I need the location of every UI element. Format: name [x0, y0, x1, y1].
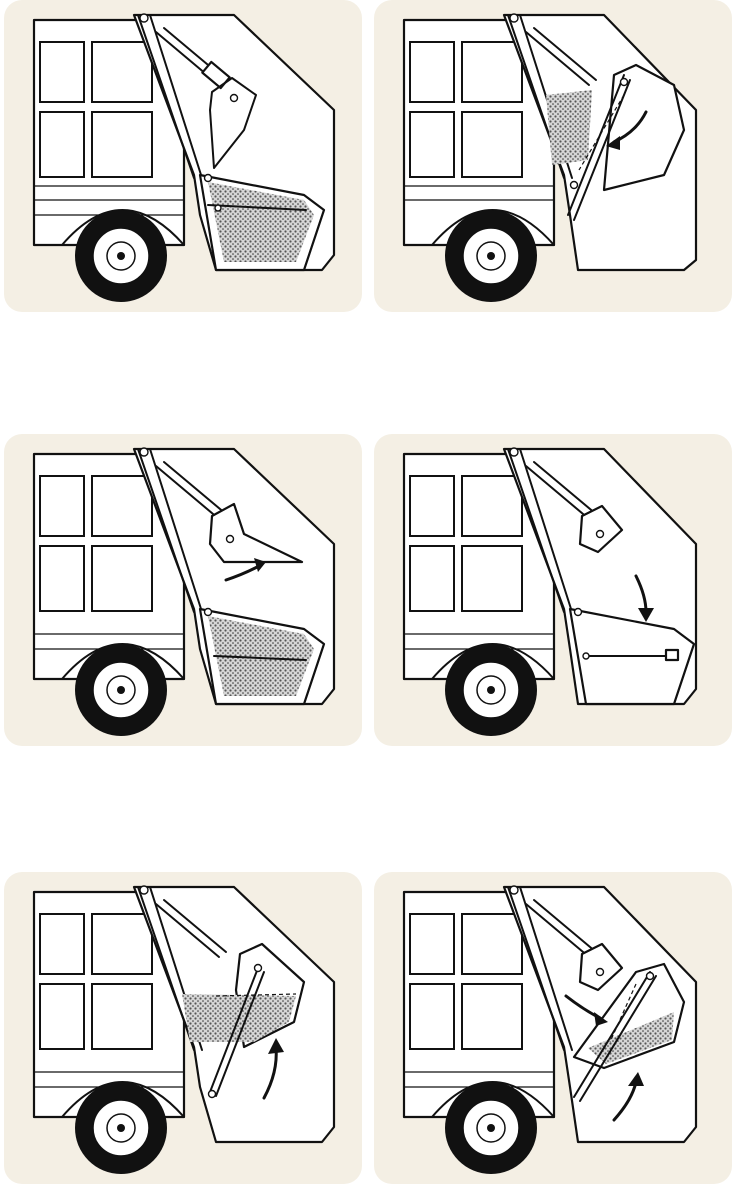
rear-wheel — [445, 644, 537, 736]
packer-blade — [578, 942, 624, 992]
motion-arrow-down-left — [564, 994, 608, 1026]
rear-wheel — [75, 210, 167, 302]
packer-blade — [578, 504, 624, 554]
truck-diagram-step-4 — [402, 447, 698, 736]
waste-load — [208, 616, 314, 696]
waste-load — [208, 182, 314, 262]
rear-wheel — [75, 644, 167, 736]
truck-diagram-step-3 — [32, 447, 336, 736]
panel-step-3 — [4, 434, 362, 746]
rear-wheel — [445, 210, 537, 302]
truck-diagram-step-2 — [402, 13, 698, 302]
panel-step-5 — [4, 872, 362, 1184]
truck-diagram-step-6 — [402, 885, 698, 1174]
motion-arrow-down — [634, 574, 654, 622]
motion-arrow-right — [224, 558, 266, 582]
rear-wheel — [445, 1082, 537, 1174]
panel-step-6 — [374, 872, 732, 1184]
motion-arrow-up — [262, 1038, 284, 1100]
waste-load — [546, 90, 592, 165]
packer-blade — [208, 502, 304, 564]
packer-blade — [209, 77, 257, 169]
container-panels — [34, 41, 184, 216]
panel-step-1 — [4, 0, 362, 312]
truck-diagram-step-1 — [32, 13, 336, 302]
lift-mast — [137, 14, 203, 179]
motion-arrow-up — [612, 1072, 644, 1122]
motion-arrow-down-left — [606, 110, 648, 150]
panel-step-4 — [374, 434, 732, 746]
rear-wheel — [75, 1082, 167, 1174]
panel-step-2 — [374, 0, 732, 312]
truck-diagram-step-5 — [32, 885, 336, 1174]
